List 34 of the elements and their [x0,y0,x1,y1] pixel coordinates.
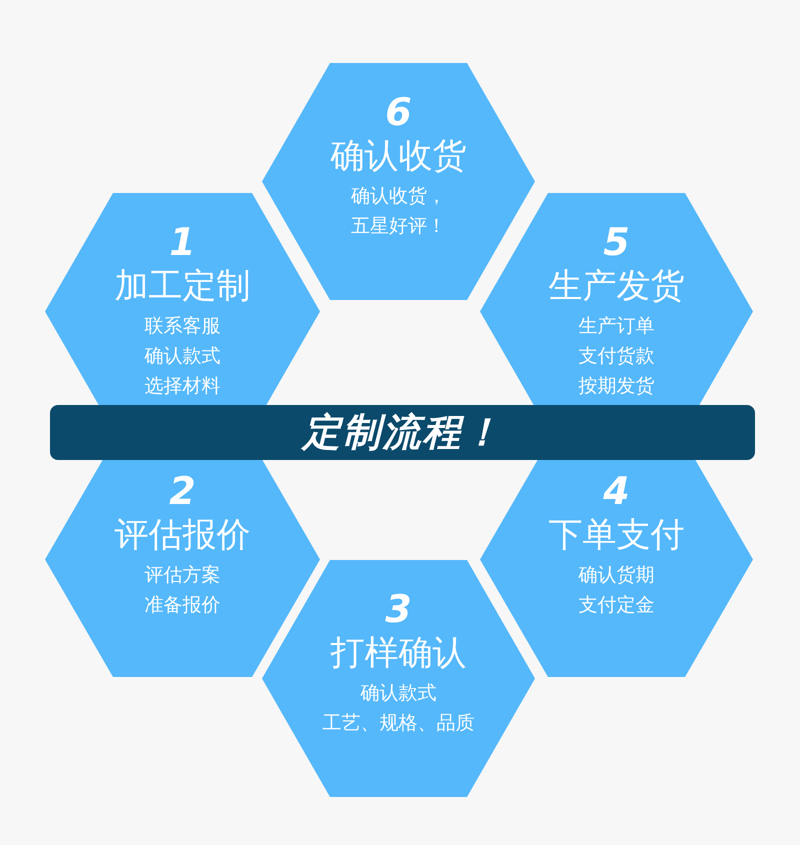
banner-title: 定制流程！ [302,409,502,456]
step-description: 生产订单 [578,314,654,339]
step-hexagon [480,193,753,405]
step-number: 4 [603,468,630,514]
step-number: 2 [169,468,196,514]
step-description: 选择材料 [144,374,220,399]
step-hexagon [262,63,535,300]
step-description: 确认款式 [144,344,220,369]
step-description: 评估方案 [144,563,220,588]
step-description: 支付定金 [578,593,654,618]
step-title: 生产发货 [548,265,684,307]
step-description: 五星好评！ [351,214,446,239]
step-description: 确认货期 [578,563,654,588]
step-number: 5 [603,219,630,265]
step-description: 联系客服 [144,314,220,339]
step-hexagon [480,460,753,677]
step-description: 准备报价 [144,593,220,618]
step-title: 下单支付 [548,514,684,556]
step-title: 打样确认 [330,632,466,674]
title-banner [50,405,755,460]
step-hexagon [45,193,320,405]
step-title: 确认收货 [330,135,466,177]
step-number: 1 [169,219,196,265]
step-hexagon [262,560,535,797]
step-number: 6 [385,89,412,135]
step-hexagon [45,460,320,677]
step-description: 工艺、规格、品质 [322,711,474,736]
step-title: 评估报价 [114,514,250,556]
step-number: 3 [385,586,412,632]
step-description: 确认收货， [351,184,446,209]
step-description: 支付货款 [578,344,654,369]
step-title: 加工定制 [114,265,250,307]
step-description: 确认款式 [360,681,436,706]
step-description: 按期发货 [578,374,654,399]
